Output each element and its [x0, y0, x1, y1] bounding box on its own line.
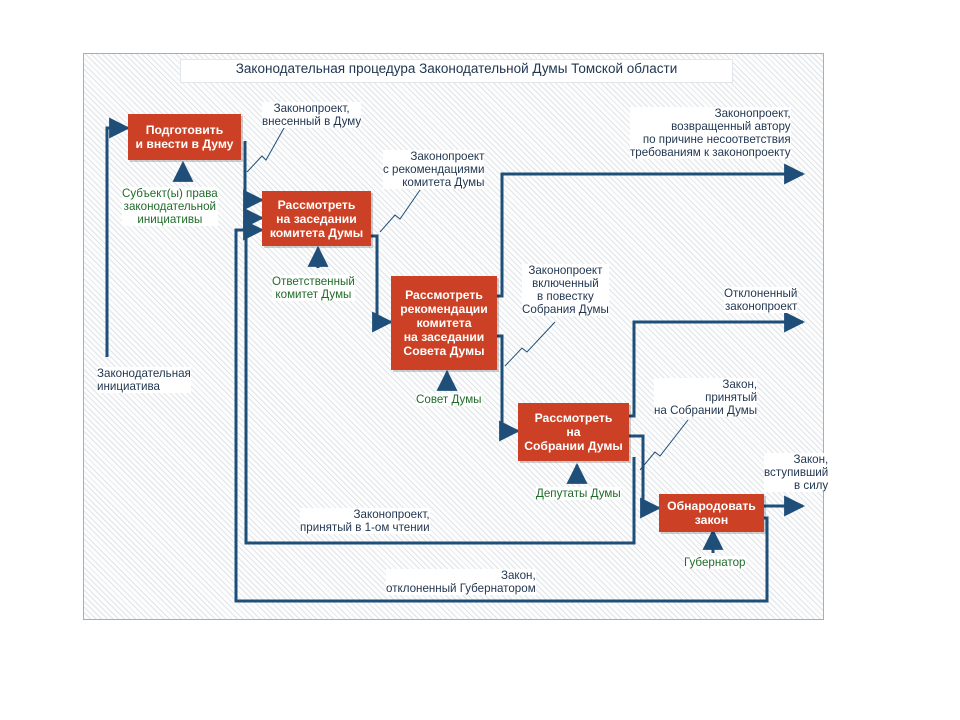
label-bill-first-reading: Законопроект, принятый в 1-ом чтении [300, 508, 430, 534]
governor-rejected-loop [234, 219, 769, 603]
label-responsible-committee: Ответственный комитет Думы [272, 275, 355, 301]
label-bill-agenda: Законопроект включенный в повестку Собра… [522, 264, 609, 316]
initiative-flow [105, 117, 131, 357]
box-committee: Рассмотреть на заседании комитета Думы [262, 191, 371, 246]
box-prepare: Подготовить и внести в Думу [128, 114, 241, 160]
label-law-adopted: Закон, принятый на Собрании Думы [654, 378, 758, 417]
box-prepare-label: Подготовить и внести в Думу [135, 123, 234, 151]
label-law-in-force: Закон, вступивший в силу [764, 453, 829, 492]
prepare-to-committee [243, 141, 265, 211]
committee-to-council [371, 234, 394, 333]
leader-law-adopted [639, 419, 689, 471]
label-bill-with-recs: Законопроект с рекомендациями комитета Д… [383, 150, 485, 189]
label-bill-returned: Законопроект, возвращенный автору по при… [630, 107, 791, 159]
label-deputies: Депутаты Думы [536, 487, 621, 500]
label-bill-rejected: Отклоненный законопроект [724, 287, 798, 313]
leader-bill-submitted [246, 127, 285, 173]
box-promulgate: Обнародовать закон [659, 494, 764, 532]
assembly-rejected [629, 311, 806, 418]
box-assembly: Рассмотреть на Собрании Думы [518, 403, 629, 461]
label-law-rejected-governor: Закон, отклоненный Губернатором [386, 569, 536, 595]
council-returned [497, 163, 806, 298]
leader-bill-with-recs [379, 189, 421, 233]
label-governor: Губернатор [684, 556, 746, 569]
label-subjects: Субъект(ы) права законодательной инициат… [122, 187, 218, 226]
first-reading-loop [243, 207, 636, 545]
council-to-assembly [497, 334, 521, 442]
diagram-title: Законодательная процедура Законодательно… [235, 61, 678, 76]
label-initiative: Законодательная инициатива [97, 367, 191, 393]
box-committee-label: Рассмотреть на заседании комитета Думы [269, 197, 364, 240]
box-council-label: Рассмотреть рекомендации комитета на зас… [400, 288, 488, 358]
title-box [180, 59, 733, 83]
leader-bill-agenda [504, 321, 556, 367]
label-bill-submitted: Законопроект, внесенный в Думу [262, 102, 362, 128]
label-council-actor: Совет Думы [416, 393, 482, 406]
box-council: Рассмотреть рекомендации комитета на зас… [391, 276, 497, 370]
assembly-to-promulgate [629, 434, 662, 519]
box-assembly-label: Рассмотреть на Собрании Думы [524, 411, 623, 453]
box-promulgate-label: Обнародовать закон [667, 499, 756, 527]
